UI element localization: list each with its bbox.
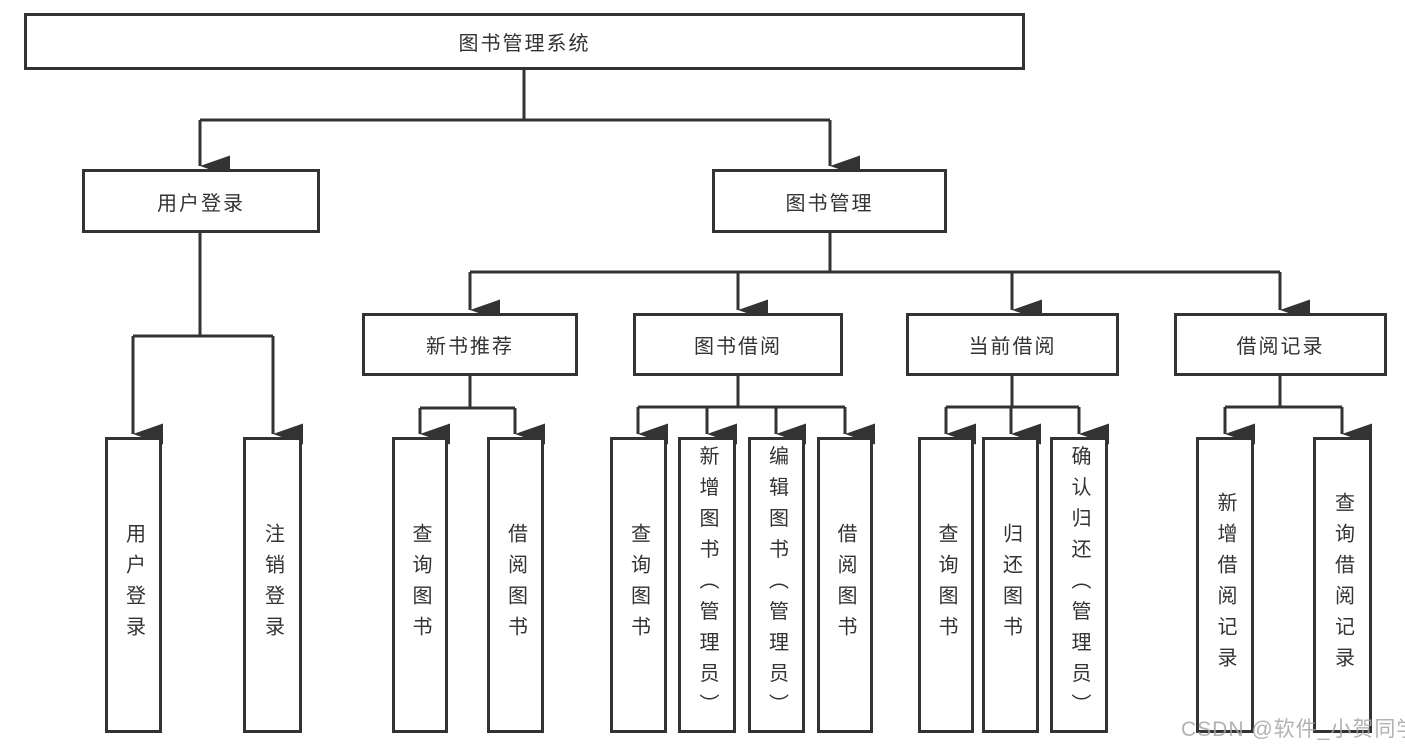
leaf-label: 新增图书（管理员） <box>696 445 718 725</box>
node-new-book-recommendation: 新书推荐 <box>362 313 578 376</box>
csdn-watermark: CSDN @软件_小贺同学 <box>1181 718 1405 741</box>
leaf-label: 归还图书 <box>999 523 1022 647</box>
leaf-label: 编辑图书（管理员） <box>765 445 788 725</box>
leaf-borrow-books-recommend: 借阅图书 <box>487 437 544 733</box>
node-current-borrowing: 当前借阅 <box>906 313 1119 376</box>
leaf-user-login: 用户登录 <box>105 437 162 733</box>
leaf-label: 新增借阅记录 <box>1214 492 1236 678</box>
leaf-confirm-return-admin: 确认归还（管理员） <box>1050 437 1108 733</box>
leaf-query-books-current: 查询图书 <box>918 437 974 733</box>
leaf-label: 查询借阅记录 <box>1331 492 1354 678</box>
leaf-label: 查询图书 <box>627 523 650 647</box>
node-user-login: 用户登录 <box>82 169 320 233</box>
leaf-add-borrow-record: 新增借阅记录 <box>1196 437 1254 733</box>
leaf-query-borrow-record: 查询借阅记录 <box>1313 437 1372 733</box>
node-book-management: 图书管理 <box>712 169 947 233</box>
leaf-query-books-borrowing: 查询图书 <box>610 437 667 733</box>
node-library-management-system: 图书管理系统 <box>24 13 1025 70</box>
leaf-return-books: 归还图书 <box>982 437 1039 733</box>
leaf-label: 用户登录 <box>122 523 145 647</box>
leaf-add-books-admin: 新增图书（管理员） <box>678 437 736 733</box>
leaf-edit-books-admin: 编辑图书（管理员） <box>748 437 805 733</box>
leaf-borrow-books: 借阅图书 <box>817 437 873 733</box>
leaf-label: 查询图书 <box>409 523 431 647</box>
node-book-borrowing: 图书借阅 <box>633 313 843 376</box>
leaf-label: 借阅图书 <box>504 523 527 647</box>
leaf-label: 查询图书 <box>935 523 957 647</box>
leaf-logout: 注销登录 <box>243 437 302 733</box>
leaf-query-books-recommend: 查询图书 <box>392 437 448 733</box>
leaf-label: 确认归还（管理员） <box>1068 445 1090 725</box>
node-borrowing-records: 借阅记录 <box>1174 313 1387 376</box>
leaf-label: 借阅图书 <box>834 523 856 647</box>
leaf-label: 注销登录 <box>261 523 284 647</box>
